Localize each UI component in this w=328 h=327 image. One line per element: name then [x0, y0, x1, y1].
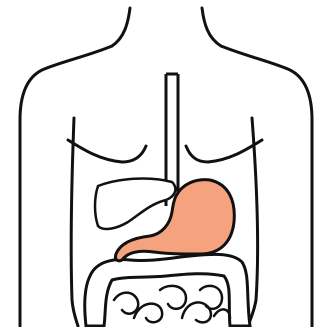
small-intestine-loop-5: [200, 286, 222, 309]
neck-left-line: [112, 8, 130, 46]
large-intestine: [85, 254, 250, 326]
small-intestine-loop-3: [160, 286, 186, 309]
small-intestine-loop-1: [114, 293, 138, 314]
neck-right-line: [202, 8, 221, 46]
right-chest-line: [186, 140, 262, 162]
small-intestine-loop-6: [214, 309, 230, 318]
small-intestine: [114, 286, 230, 323]
left-torso-side: [71, 118, 78, 326]
left-chest-line: [68, 140, 146, 162]
liver: [95, 179, 175, 229]
